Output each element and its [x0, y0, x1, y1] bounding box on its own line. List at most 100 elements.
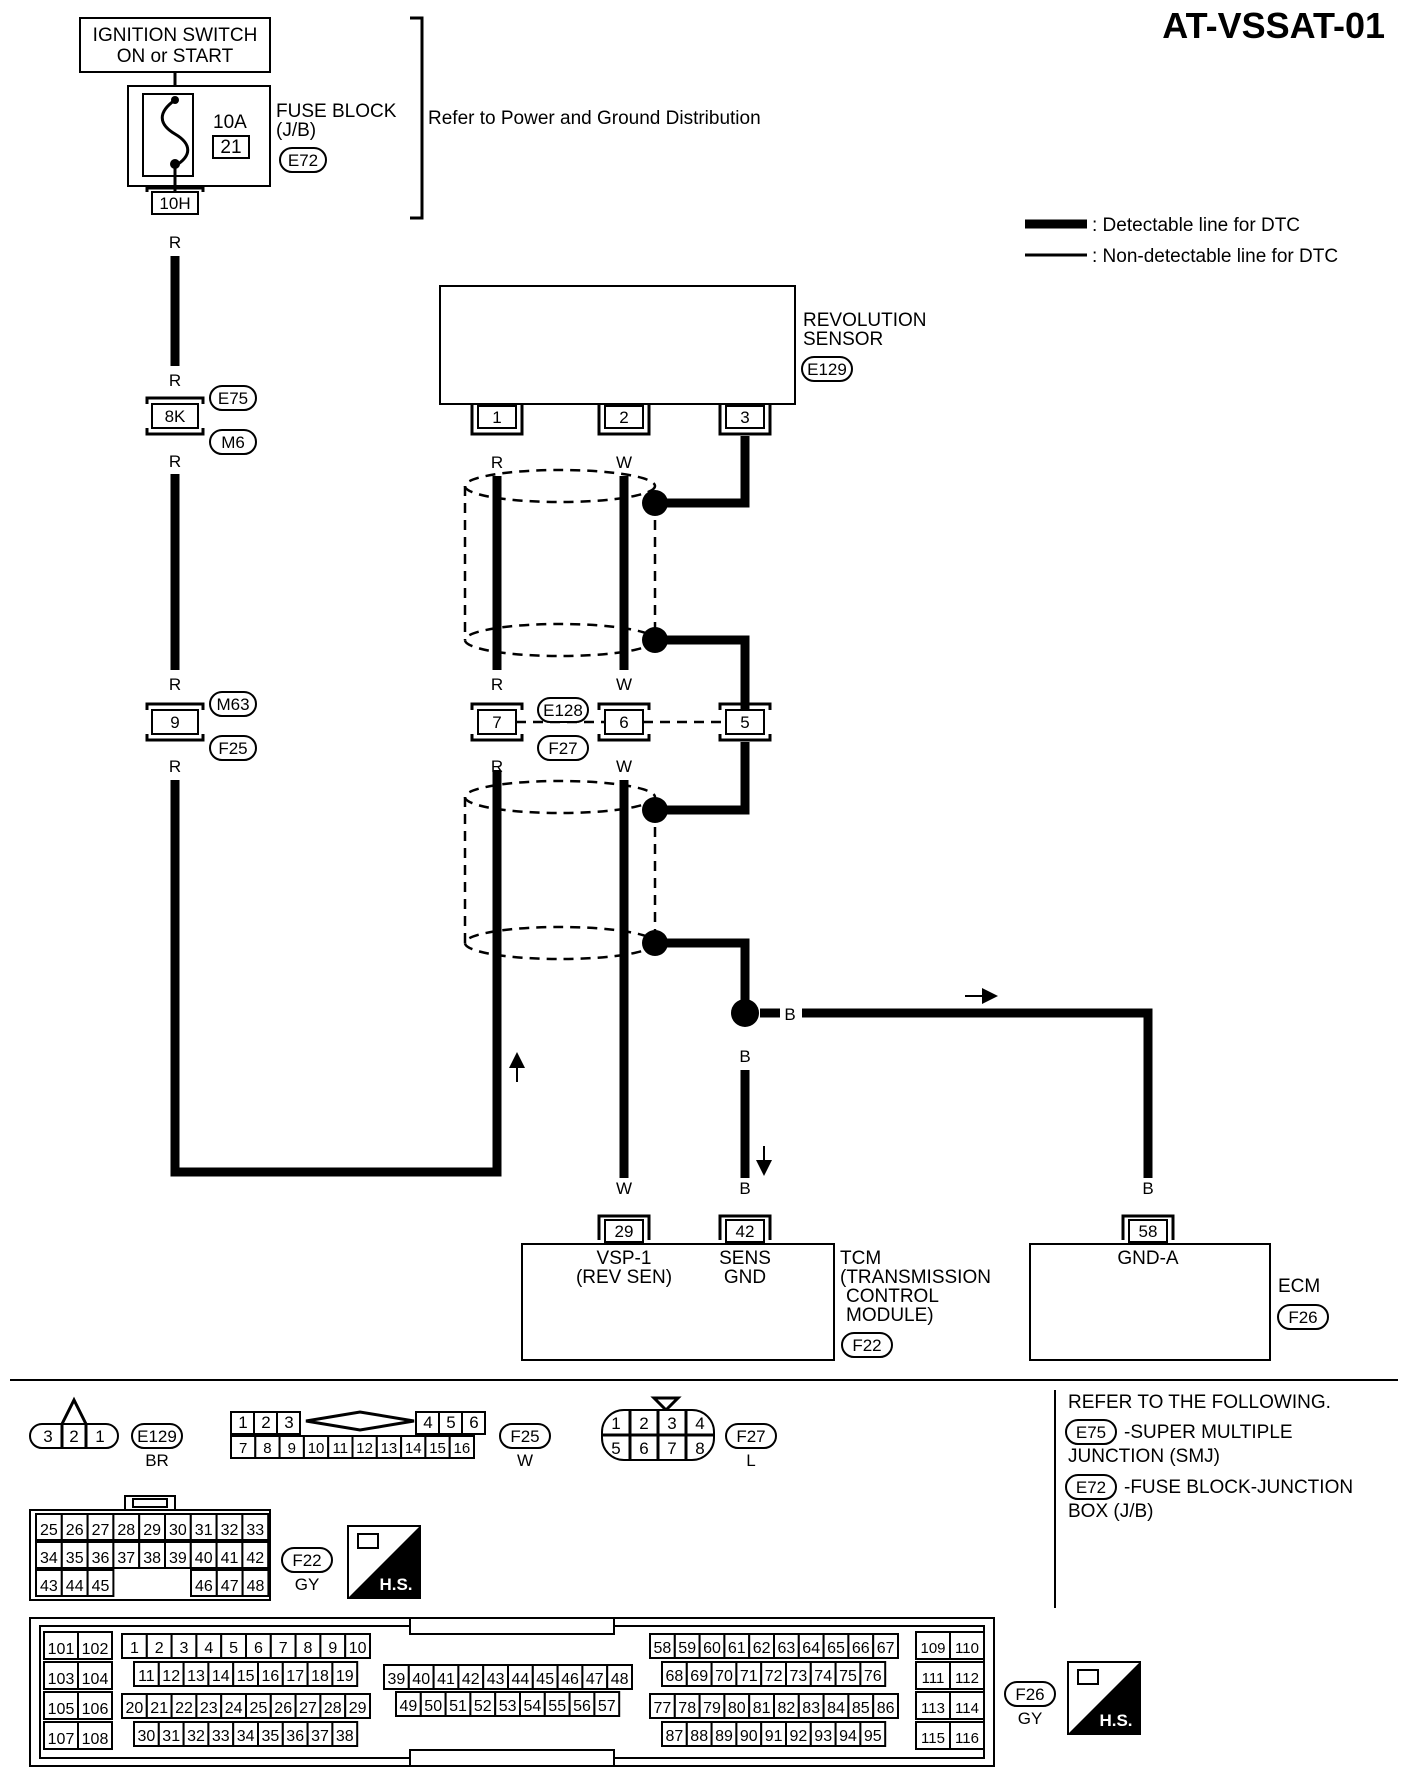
wire-color-w-4: W — [616, 1179, 632, 1198]
connector-pin: 45 — [92, 1578, 110, 1595]
tcm-connector: F22 — [852, 1336, 881, 1355]
connector-pin: 15 — [237, 1668, 255, 1685]
connector-pin: 23 — [200, 1700, 218, 1717]
connector-pin: 49 — [400, 1698, 418, 1715]
svg-text:1: 1 — [611, 1414, 620, 1433]
f26-code: F26 — [1015, 1685, 1044, 1704]
connector-pin: 78 — [678, 1700, 696, 1717]
svg-text:7: 7 — [667, 1439, 676, 1458]
svg-text:2: 2 — [69, 1427, 78, 1446]
connector-pin: 34 — [237, 1728, 255, 1745]
connector-pin: 40 — [195, 1550, 213, 1567]
fuse-block-label: FUSE BLOCK — [276, 101, 397, 122]
connector-pin: 17 — [286, 1668, 304, 1685]
joint-pin-7: 7 — [492, 713, 501, 732]
wire-color-b-1: B — [784, 1005, 795, 1024]
connector-pin: 32 — [221, 1522, 239, 1539]
ecm-pin-58: 58 — [1139, 1222, 1158, 1241]
hs-badge-icon: H.S. — [1067, 1661, 1141, 1735]
connector-pin: 62 — [753, 1640, 771, 1657]
tcm-terminal-vsp: VSP-1 — [597, 1248, 652, 1269]
rev-sensor-pin-3: 3 — [740, 408, 749, 427]
connector-pin: 27 — [299, 1700, 317, 1717]
connector-pin: 76 — [864, 1668, 882, 1685]
connector-pin: 47 — [586, 1671, 604, 1688]
connector-pin: 33 — [246, 1522, 264, 1539]
f22-badge: H.S. — [379, 1575, 412, 1594]
connector-pin: 73 — [790, 1668, 808, 1685]
connector-pin: 52 — [474, 1698, 492, 1715]
connector-pin: 12 — [162, 1668, 180, 1685]
fuse-amp: 10A — [213, 112, 247, 133]
tcm-label-4: MODULE) — [846, 1305, 934, 1326]
legend-nondetectable: : Non-detectable line for DTC — [1092, 246, 1338, 267]
connector-pin: 2 — [155, 1640, 164, 1657]
connector-pin: 30 — [138, 1728, 156, 1745]
connector-pin: 45 — [536, 1671, 554, 1688]
wire-color-w-1: W — [616, 453, 632, 472]
tcm-terminal-gnd: GND — [724, 1267, 766, 1288]
connector-pin: 7 — [239, 1440, 247, 1457]
tcm-label-1: TCM — [840, 1248, 881, 1269]
connector-pin: 37 — [117, 1550, 135, 1567]
connector-pin: 65 — [827, 1640, 845, 1657]
wire-color-r-3: R — [169, 452, 181, 471]
connector-pin: 28 — [117, 1522, 135, 1539]
connector-pin: 79 — [703, 1700, 721, 1717]
connector-pin: 25 — [250, 1700, 268, 1717]
connector-pin: 116 — [955, 1730, 979, 1747]
connector-pin: 61 — [728, 1640, 746, 1657]
connector-pin: 44 — [512, 1671, 530, 1688]
connector-pin: 88 — [690, 1728, 708, 1745]
connector-pin: 85 — [852, 1700, 870, 1717]
joint-connector-f27: F27 — [548, 739, 577, 758]
connector-pin: 16 — [454, 1440, 471, 1457]
connector-pin: 67 — [877, 1640, 895, 1657]
refer-item1-connector: E75 — [1076, 1423, 1106, 1442]
connector-pin: 115 — [921, 1730, 945, 1747]
wire-color-b-4: B — [1142, 1179, 1153, 1198]
connector-pin: 26 — [66, 1522, 84, 1539]
connector-pin: 114 — [955, 1700, 979, 1717]
e129-code: E129 — [137, 1427, 177, 1446]
connector-pin: 9 — [288, 1440, 296, 1457]
f25-color: W — [517, 1451, 533, 1470]
fuse-number: 21 — [220, 137, 241, 158]
ignition-label-2: ON or START — [117, 46, 234, 67]
connector-pin: 110 — [955, 1640, 979, 1657]
fuse-block-connector: E72 — [288, 151, 318, 170]
svg-text:3: 3 — [43, 1427, 52, 1446]
connector-pin: 63 — [778, 1640, 796, 1657]
revolution-sensor-label-1: REVOLUTION — [803, 310, 927, 331]
connector-pin: 111 — [922, 1670, 945, 1687]
ecm-terminal-gnd-a: GND-A — [1117, 1248, 1179, 1269]
connector-pin: 41 — [221, 1550, 239, 1567]
connector-pin: 86 — [877, 1700, 895, 1717]
connector-pin: 107 — [48, 1731, 75, 1748]
fuse-icon — [160, 98, 190, 168]
connector-pin: 48 — [247, 1578, 265, 1595]
svg-text:4: 4 — [423, 1413, 432, 1432]
svg-text:4: 4 — [695, 1414, 704, 1433]
connector-pin: 53 — [499, 1698, 517, 1715]
connector-pin: 30 — [169, 1522, 187, 1539]
connector-pin: 41 — [437, 1671, 455, 1688]
connector-pin: 93 — [814, 1728, 832, 1745]
refer-item2-connector: E72 — [1076, 1478, 1106, 1497]
connector-pin: 1 — [130, 1640, 139, 1657]
connector-pin: 57 — [598, 1698, 616, 1715]
hs-badge-icon: H.S. — [347, 1525, 421, 1599]
joint-pin-5: 5 — [740, 713, 749, 732]
joint-9-connector-top: M63 — [216, 695, 249, 714]
connector-pin: 83 — [802, 1700, 820, 1717]
refer-item2-line2: BOX (J/B) — [1068, 1501, 1154, 1522]
connector-pin: 7 — [279, 1640, 288, 1657]
svg-text:8: 8 — [695, 1439, 704, 1458]
ecm-connector: F26 — [1288, 1308, 1317, 1327]
connector-pin: 87 — [666, 1728, 684, 1745]
connector-pin: 54 — [524, 1698, 542, 1715]
f22-code: F22 — [292, 1551, 321, 1570]
connector-pin: 58 — [654, 1640, 672, 1657]
